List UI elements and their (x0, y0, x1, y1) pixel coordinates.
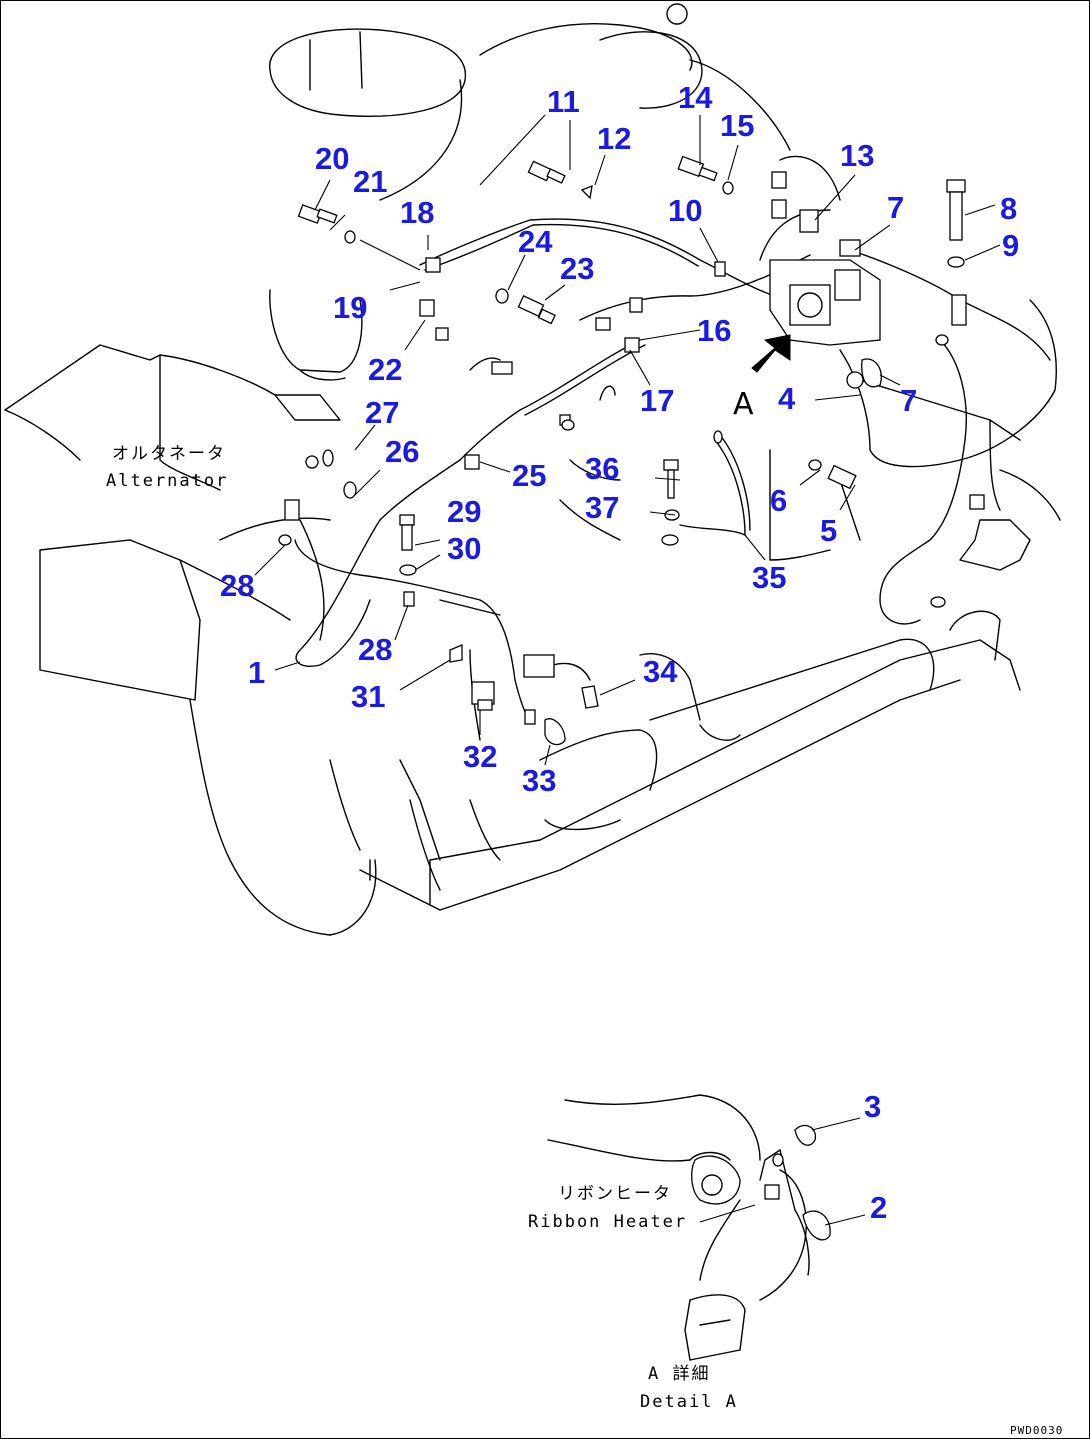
callout-23: 23 (560, 251, 595, 286)
callout-37: 37 (585, 490, 620, 525)
callout-6: 6 (770, 483, 788, 518)
ribbon-heater-label-en: Ribbon Heater (528, 1212, 688, 1232)
drawing-code: PWD0030 (1010, 1424, 1064, 1437)
callout-28a: 28 (220, 568, 255, 603)
callout-7a: 7 (887, 190, 905, 225)
alternator-label-jp: オルタネータ (112, 444, 226, 464)
callout-35: 35 (752, 560, 787, 595)
view-arrow-letter: A (733, 387, 754, 422)
callout-17: 17 (640, 383, 675, 418)
callout-3: 3 (864, 1089, 882, 1124)
callout-28b: 28 (358, 632, 393, 667)
callout-7b: 7 (900, 383, 918, 418)
detail-a-label-en: Detail A (640, 1392, 738, 1412)
callout-21: 21 (353, 164, 388, 199)
callout-18: 18 (400, 195, 435, 230)
callout-19: 19 (333, 290, 368, 325)
wiring-harness (294, 155, 1057, 741)
callout-14: 14 (678, 80, 713, 115)
callout-25: 25 (512, 458, 547, 493)
callout-10: 10 (668, 193, 703, 228)
callout-33: 33 (522, 763, 557, 798)
callout-8: 8 (1000, 191, 1018, 226)
callout-34: 34 (643, 654, 678, 689)
detail-a-label-jp: A 詳細 (648, 1364, 711, 1384)
callout-26: 26 (385, 434, 420, 469)
callout-9: 9 (1002, 228, 1020, 263)
parts (278, 155, 985, 746)
callout-22: 22 (368, 352, 403, 387)
callout-36: 36 (585, 451, 620, 486)
callout-27: 27 (365, 395, 400, 430)
callout-29: 29 (447, 494, 482, 529)
callout-5: 5 (820, 513, 838, 548)
callout-12: 12 (597, 121, 632, 156)
detail-a-view (547, 1094, 866, 1361)
leader-lines (254, 114, 1001, 766)
callout-4: 4 (778, 381, 796, 416)
callout-30: 30 (447, 531, 482, 566)
callout-16: 16 (697, 313, 732, 348)
callout-2: 2 (870, 1190, 888, 1225)
alternator-label-en: Alternator (106, 471, 229, 491)
callout-15: 15 (720, 108, 755, 143)
engine-body-outline (4, 3, 1061, 936)
callout-24: 24 (518, 224, 553, 259)
callout-1: 1 (248, 655, 266, 690)
callout-20: 20 (315, 141, 350, 176)
callout-13: 13 (840, 138, 875, 173)
callout-11: 11 (547, 84, 580, 119)
ribbon-heater-label-jp: リボンヒータ (558, 1184, 672, 1204)
callout-32: 32 (463, 739, 498, 774)
callout-31: 31 (351, 679, 386, 714)
